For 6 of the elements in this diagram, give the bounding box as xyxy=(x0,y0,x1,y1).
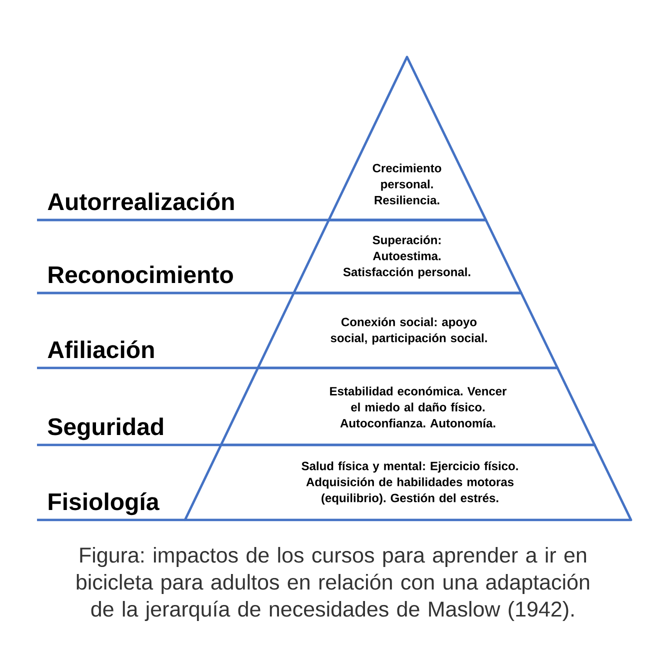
caption: Figura: impactos de los cursos para aprender a ir en bicicleta para adultos en relación con una adaptación de la jerarquía de necesidades de Maslow (1942). xyxy=(76,546,590,621)
level-name: Autorrealización xyxy=(48,192,234,210)
level-name: Seguridad xyxy=(48,418,163,440)
level-name: Reconocimiento xyxy=(48,266,233,284)
level-name: Afiliación xyxy=(48,340,154,358)
level-name: Fisiología xyxy=(48,492,160,516)
